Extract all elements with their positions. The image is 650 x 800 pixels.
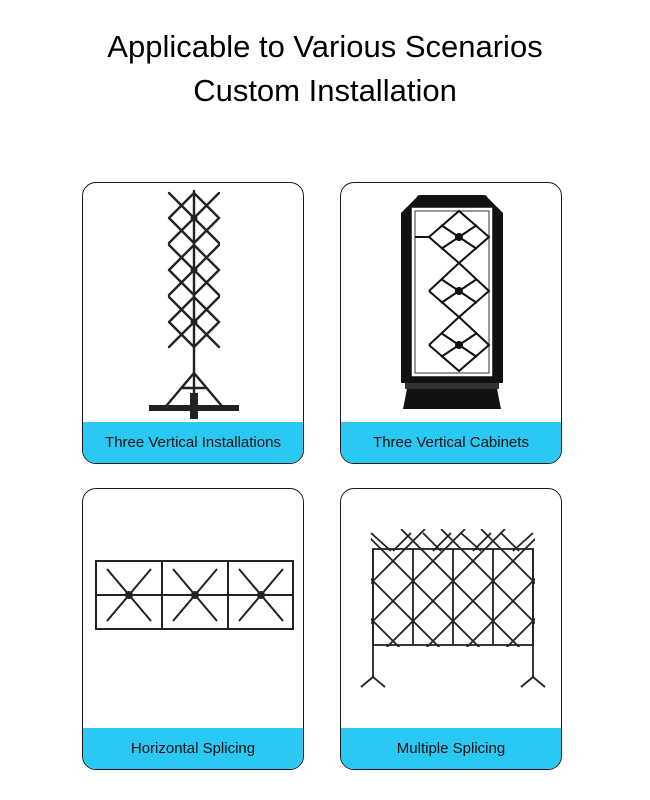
horizontal-frame-illustration — [83, 489, 303, 729]
caption-three-vertical-installations: Three Vertical Installations — [83, 422, 303, 463]
heading-line-2: Custom Installation — [193, 73, 457, 108]
multi-grid-frame-illustration — [341, 489, 561, 729]
caption-three-vertical-cabinets: Three Vertical Cabinets — [341, 422, 561, 463]
cabinet-illustration — [341, 183, 561, 423]
caption-horizontal-splicing: Horizontal Splicing — [83, 728, 303, 769]
card-three-vertical-installations: Three Vertical Installations — [82, 182, 304, 464]
caption-multiple-splicing: Multiple Splicing — [341, 728, 561, 769]
card-multiple-splicing: Multiple Splicing — [340, 488, 562, 770]
card-three-vertical-cabinets: Three Vertical Cabinets — [340, 182, 562, 464]
vertical-stand-illustration — [83, 183, 303, 423]
card-horizontal-splicing: Horizontal Splicing — [82, 488, 304, 770]
heading-line-1: Applicable to Various Scenarios — [107, 29, 543, 64]
